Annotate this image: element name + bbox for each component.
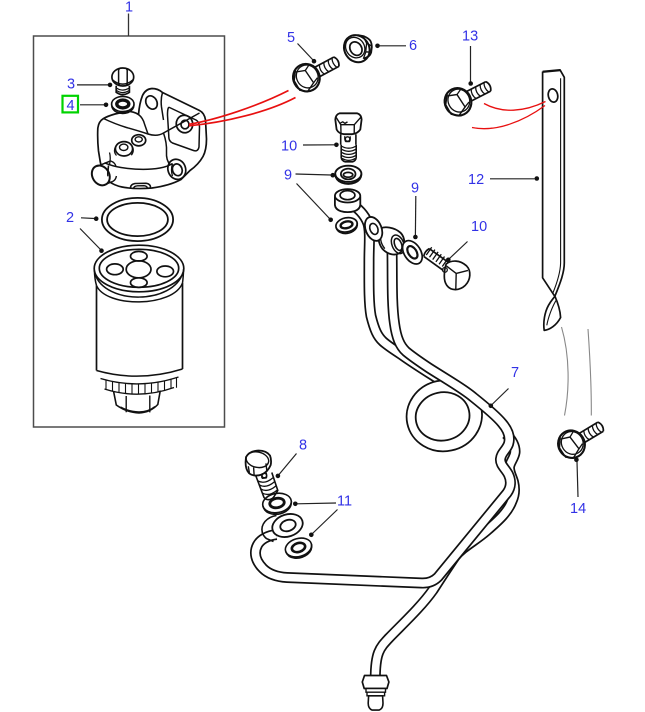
- svg-text:11: 11: [337, 494, 352, 510]
- svg-text:14: 14: [570, 501, 586, 517]
- svg-text:10: 10: [471, 219, 487, 235]
- svg-text:5: 5: [287, 30, 295, 46]
- svg-text:13: 13: [462, 29, 478, 45]
- svg-text:2: 2: [66, 210, 74, 226]
- svg-text:9: 9: [411, 181, 419, 197]
- svg-text:1: 1: [125, 0, 133, 16]
- svg-text:9: 9: [284, 168, 292, 184]
- svg-text:6: 6: [409, 38, 417, 54]
- svg-text:3: 3: [67, 77, 75, 93]
- svg-text:12: 12: [468, 172, 484, 188]
- svg-text:4: 4: [67, 98, 75, 114]
- svg-text:7: 7: [511, 365, 519, 381]
- svg-text:8: 8: [299, 438, 307, 454]
- svg-text:10: 10: [281, 139, 297, 155]
